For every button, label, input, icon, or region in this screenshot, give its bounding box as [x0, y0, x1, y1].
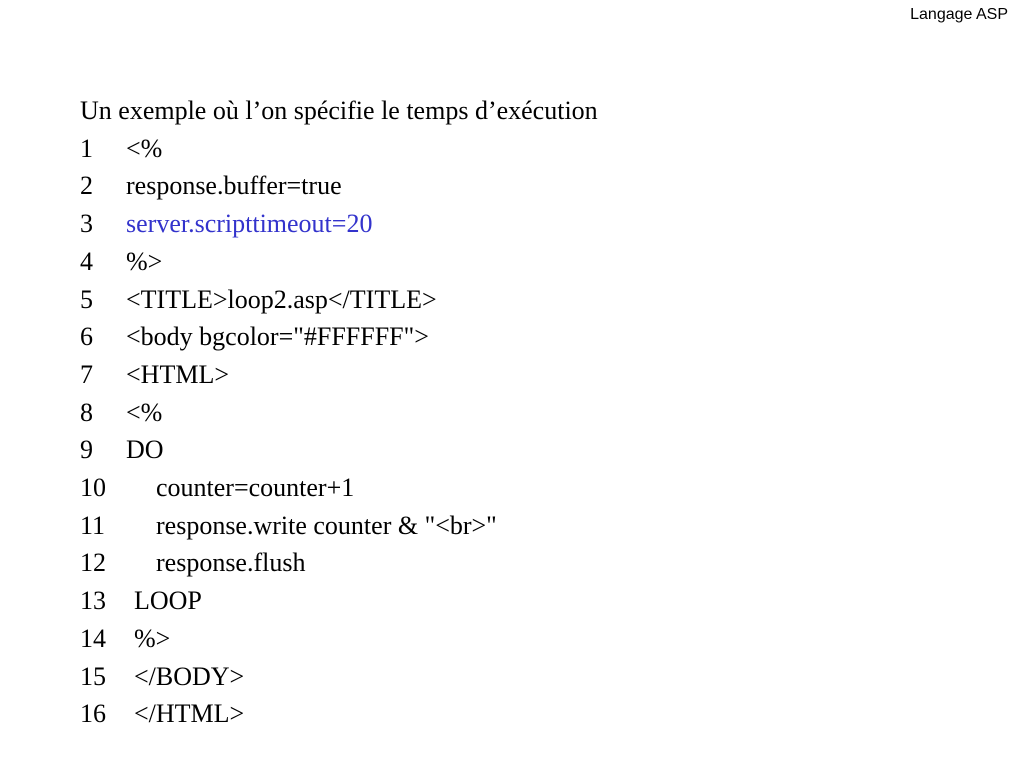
code-line: 12 response.flush — [80, 544, 598, 582]
line-number: 12 — [80, 548, 106, 578]
code-line: 13 LOOP — [80, 582, 598, 620]
code-text: DO — [126, 435, 164, 465]
code-line: 2 response.buffer=true — [80, 167, 598, 205]
code-text: </HTML> — [134, 699, 245, 729]
code-line: 7 <HTML> — [80, 356, 598, 394]
code-text: <% — [126, 133, 163, 163]
line-number: 10 — [80, 473, 106, 503]
code-text: response.buffer=true — [126, 171, 342, 201]
code-line: 3 server.scripttimeout=20 — [80, 205, 598, 243]
code-text-highlighted: server.scripttimeout=20 — [126, 209, 373, 239]
line-number: 5 — [80, 284, 93, 314]
line-number: 6 — [80, 322, 93, 352]
code-text: %> — [134, 623, 171, 653]
code-line: 15 </BODY> — [80, 658, 598, 696]
code-line: 10 counter=counter+1 — [80, 469, 598, 507]
code-line: 9 DO — [80, 431, 598, 469]
header-label: Langage ASP — [910, 6, 1008, 23]
code-line: 14 %> — [80, 620, 598, 658]
line-number: 11 — [80, 510, 106, 540]
code-text: </BODY> — [134, 661, 245, 691]
code-text: %> — [126, 246, 163, 276]
code-line: 11 response.write counter & "<br>" — [80, 507, 598, 545]
code-line: 8 <% — [80, 394, 598, 432]
line-number: 1 — [80, 133, 93, 163]
line-number: 4 — [80, 246, 93, 276]
line-number: 14 — [80, 623, 106, 653]
code-text: <% — [126, 397, 163, 427]
line-number: 3 — [80, 209, 93, 239]
line-number: 8 — [80, 397, 93, 427]
code-line: 16 </HTML> — [80, 695, 598, 733]
code-line: 4 %> — [80, 243, 598, 281]
slide-title: Un exemple où l’on spécifie le temps d’e… — [80, 96, 598, 125]
code-text: response.flush — [156, 548, 306, 578]
line-number: 15 — [80, 661, 106, 691]
line-number: 13 — [80, 586, 106, 616]
code-line: 1 <% — [80, 130, 598, 168]
code-line: 5 <TITLE>loop2.asp</TITLE> — [80, 281, 598, 319]
line-number: 16 — [80, 699, 106, 729]
code-line: 6 <body bgcolor="#FFFFFF"> — [80, 318, 598, 356]
line-number: 9 — [80, 435, 93, 465]
code-text: <TITLE>loop2.asp</TITLE> — [126, 284, 437, 314]
code-text: LOOP — [134, 586, 202, 616]
line-number: 7 — [80, 359, 93, 389]
line-number: 2 — [80, 171, 93, 201]
code-text: counter=counter+1 — [156, 473, 355, 503]
code-text: <HTML> — [126, 359, 229, 389]
code-text: response.write counter & "<br>" — [156, 510, 497, 540]
slide-body: Un exemple où l’on spécifie le temps d’e… — [80, 92, 598, 733]
code-text: <body bgcolor="#FFFFFF"> — [126, 322, 429, 352]
